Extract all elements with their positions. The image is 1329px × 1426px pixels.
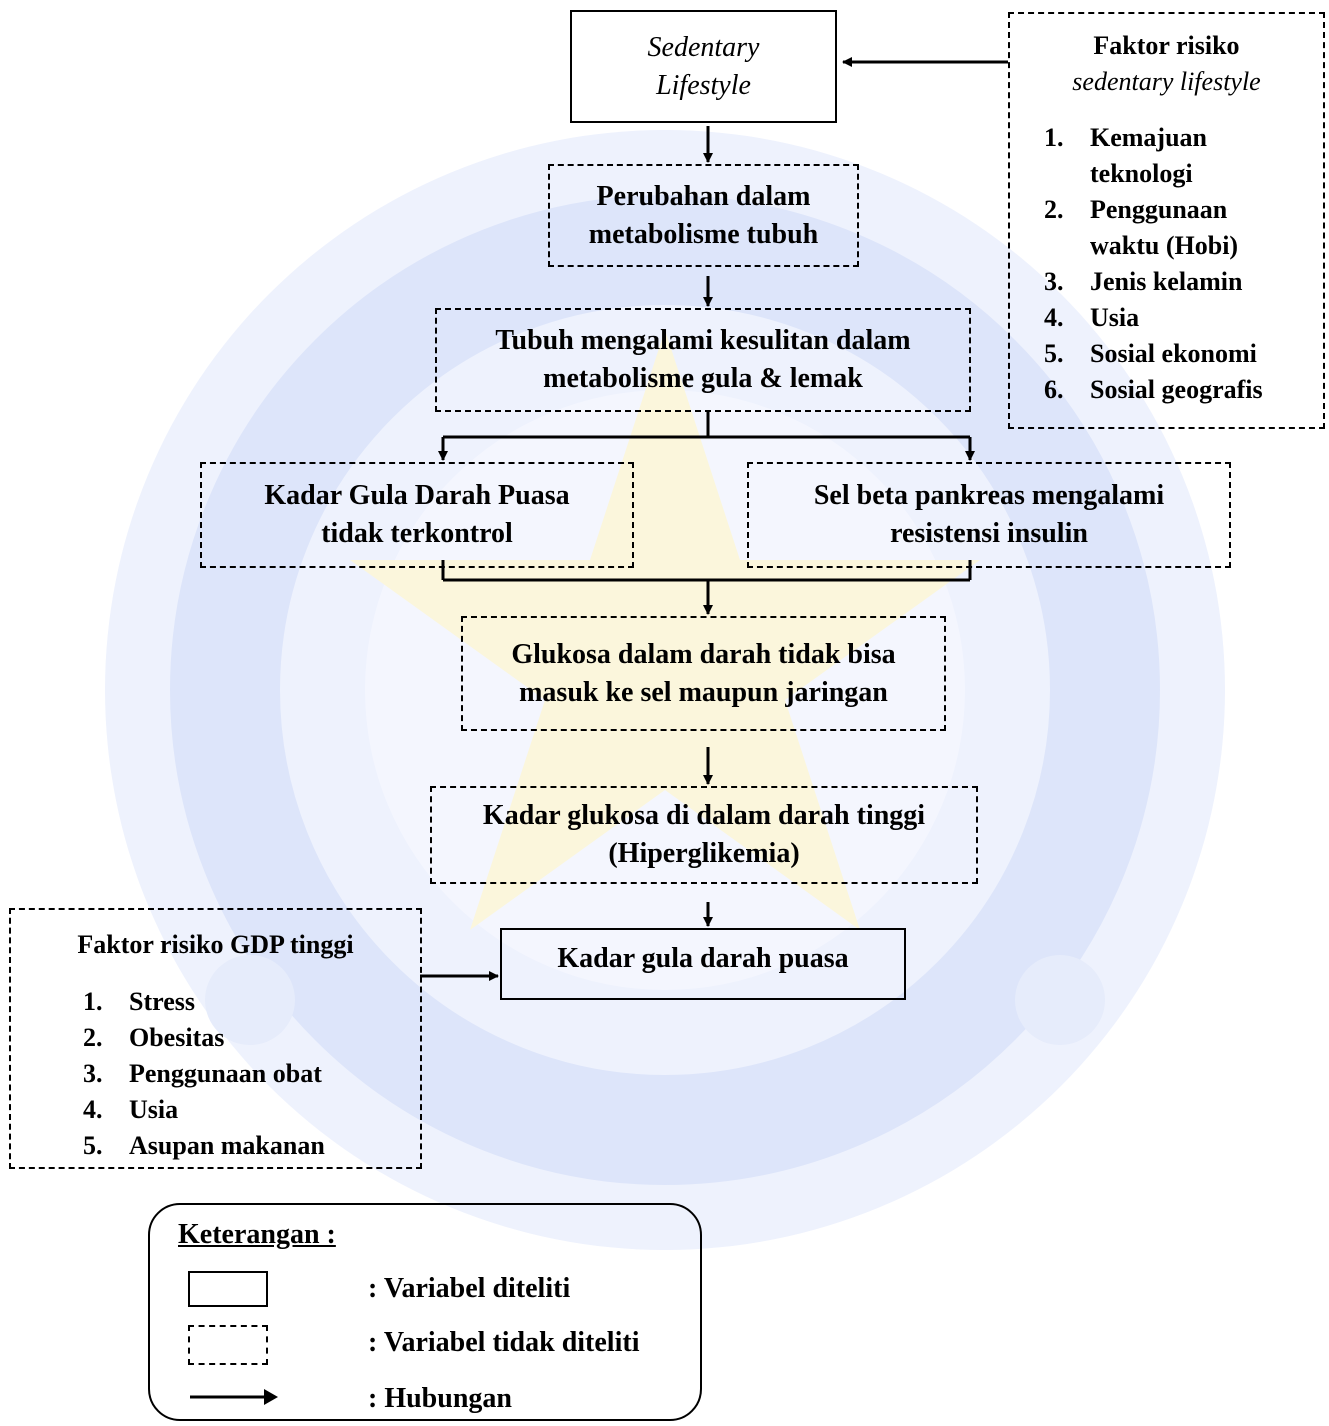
item-label: Stress xyxy=(129,987,195,1016)
node-glucose-entry: Glukosa dalam darah tidak bisa masuk ke … xyxy=(461,616,946,731)
risk-factor-item: 2. Penggunaan waktu (Hobi) xyxy=(1044,192,1323,264)
node-text: tidak terkontrol xyxy=(321,518,513,549)
item-number: 2. xyxy=(83,1023,103,1052)
legend-box: Keterangan : : Variabel diteliti : Varia… xyxy=(148,1203,702,1421)
risk-factors-gdp-panel: Faktor risiko GDP tinggi 1. Stress 2. Obesi… xyxy=(9,908,422,1169)
node-text: metabolisme tubuh xyxy=(588,218,819,250)
item-label-line: Penggunaan xyxy=(1090,195,1228,224)
arrow-symbol xyxy=(190,1389,278,1405)
item-label-line: teknologi xyxy=(1090,159,1193,188)
risk-factor-item: 6. Sosial geografis xyxy=(1044,372,1323,408)
legend-label: : Variabel tidak diteliti xyxy=(368,1327,640,1358)
node-text: Tubuh mengalami kesulitan dalam xyxy=(495,325,911,356)
solid-box-symbol xyxy=(188,1271,268,1307)
item-number: 1. xyxy=(83,987,103,1016)
node-text: metabolisme gula & lemak xyxy=(543,363,863,394)
item-label-line: Sosial ekonomi xyxy=(1090,339,1257,368)
item-label: Penggunaan waktu (Hobi) xyxy=(1090,192,1238,264)
item-number: 4. xyxy=(1044,303,1064,332)
node-hyperglycemia: Kadar glukosa di dalam darah tinggi (Hip… xyxy=(430,786,978,884)
item-label: Asupan makanan xyxy=(129,1131,325,1160)
risk-factor-item: 5. Sosial ekonomi xyxy=(1044,336,1323,372)
panel-subtitle: sedentary lifestyle xyxy=(1072,67,1261,96)
risk-factor-item: 5. Asupan makanan xyxy=(83,1128,420,1164)
item-label-line: Sosial geografis xyxy=(1090,375,1263,404)
panel-title: Faktor risiko xyxy=(1093,31,1240,60)
item-label-line: Jenis kelamin xyxy=(1090,267,1243,296)
node-text: Kadar Gula Darah Puasa xyxy=(264,480,570,511)
item-label: Jenis kelamin xyxy=(1090,264,1242,300)
dashed-box-symbol xyxy=(188,1325,268,1365)
item-number: 5. xyxy=(83,1131,103,1160)
item-label: Penggunaan obat xyxy=(129,1059,322,1088)
item-number: 4. xyxy=(83,1095,103,1124)
node-text: Perubahan dalam xyxy=(596,180,811,212)
node-text: Sedentary xyxy=(647,31,760,63)
item-label-line: waktu (Hobi) xyxy=(1090,231,1239,260)
legend-label: : Variabel diteliti xyxy=(368,1273,571,1304)
item-number: 2. xyxy=(1044,195,1064,224)
node-metabolism-change: Perubahan dalam metabolisme tubuh xyxy=(548,164,859,267)
node-text: Glukosa dalam darah tidak bisa xyxy=(511,638,896,670)
risk-factor-item: 3. Penggunaan obat xyxy=(83,1056,420,1092)
item-label: Sosial ekonomi xyxy=(1090,336,1257,372)
node-beta-cells: Sel beta pankreas mengalami resistensi i… xyxy=(747,462,1231,568)
legend-label: : Hubungan xyxy=(368,1383,512,1414)
risk-factor-item: 4. Usia xyxy=(1044,300,1323,336)
item-label: Sosial geografis xyxy=(1090,372,1263,408)
risk-factor-item: 3. Jenis kelamin xyxy=(1044,264,1323,300)
legend-row-relation: : Hubungan xyxy=(150,1379,704,1419)
node-gdp-uncontrolled: Kadar Gula Darah Puasa tidak terkontrol xyxy=(200,462,634,568)
node-text: (Hiperglikemia) xyxy=(608,838,800,869)
risk-factors-sedentary-panel: Faktor risiko sedentary lifestyle 1. Kema… xyxy=(1008,12,1325,429)
panel-title: Faktor risiko GDP tinggi xyxy=(77,930,354,959)
node-fasting-glucose: Kadar gula darah puasa xyxy=(500,928,906,1000)
risk-factor-item: 4. Usia xyxy=(83,1092,420,1128)
node-text: resistensi insulin xyxy=(890,518,1088,549)
node-text: Kadar gula darah puasa xyxy=(557,943,849,974)
risk-factor-item: 1. Stress xyxy=(83,984,420,1020)
item-number: 1. xyxy=(1044,123,1064,152)
node-text: masuk ke sel maupun jaringan xyxy=(519,676,888,708)
node-text: Kadar glukosa di dalam darah tinggi xyxy=(482,800,926,831)
item-number: 6. xyxy=(1044,375,1064,404)
risk-factor-item: 1. Kemajuan teknologi xyxy=(1044,120,1323,192)
risk-factor-list: 1. Kemajuan teknologi 2. Penggunaan waktu (Ho… xyxy=(1044,120,1323,408)
legend-row-not-studied: : Variabel tidak diteliti xyxy=(150,1323,704,1365)
item-number: 3. xyxy=(83,1059,103,1088)
node-sedentary-lifestyle: Sedentary Lifestyle xyxy=(570,10,837,123)
legend-title: Keterangan : xyxy=(178,1219,336,1250)
item-label-line: Kemajuan xyxy=(1090,123,1207,152)
legend-row-studied: : Variabel diteliti xyxy=(150,1269,704,1309)
item-label: Usia xyxy=(1090,300,1139,336)
item-number: 5. xyxy=(1044,339,1064,368)
item-label: Obesitas xyxy=(129,1023,225,1052)
item-number: 3. xyxy=(1044,267,1064,296)
node-metabolic-difficulty: Tubuh mengalami kesulitan dalam metaboli… xyxy=(435,308,971,412)
item-label: Usia xyxy=(129,1095,179,1124)
item-label: Kemajuan teknologi xyxy=(1090,120,1207,192)
node-text: Sel beta pankreas mengalami xyxy=(813,480,1165,511)
item-label-line: Usia xyxy=(1090,303,1140,332)
risk-factor-list: 1. Stress 2. Obesitas 3. Penggunaan obat 4. Usi… xyxy=(83,984,420,1164)
node-text: Lifestyle xyxy=(656,69,751,101)
risk-factor-item: 2. Obesitas xyxy=(83,1020,420,1056)
